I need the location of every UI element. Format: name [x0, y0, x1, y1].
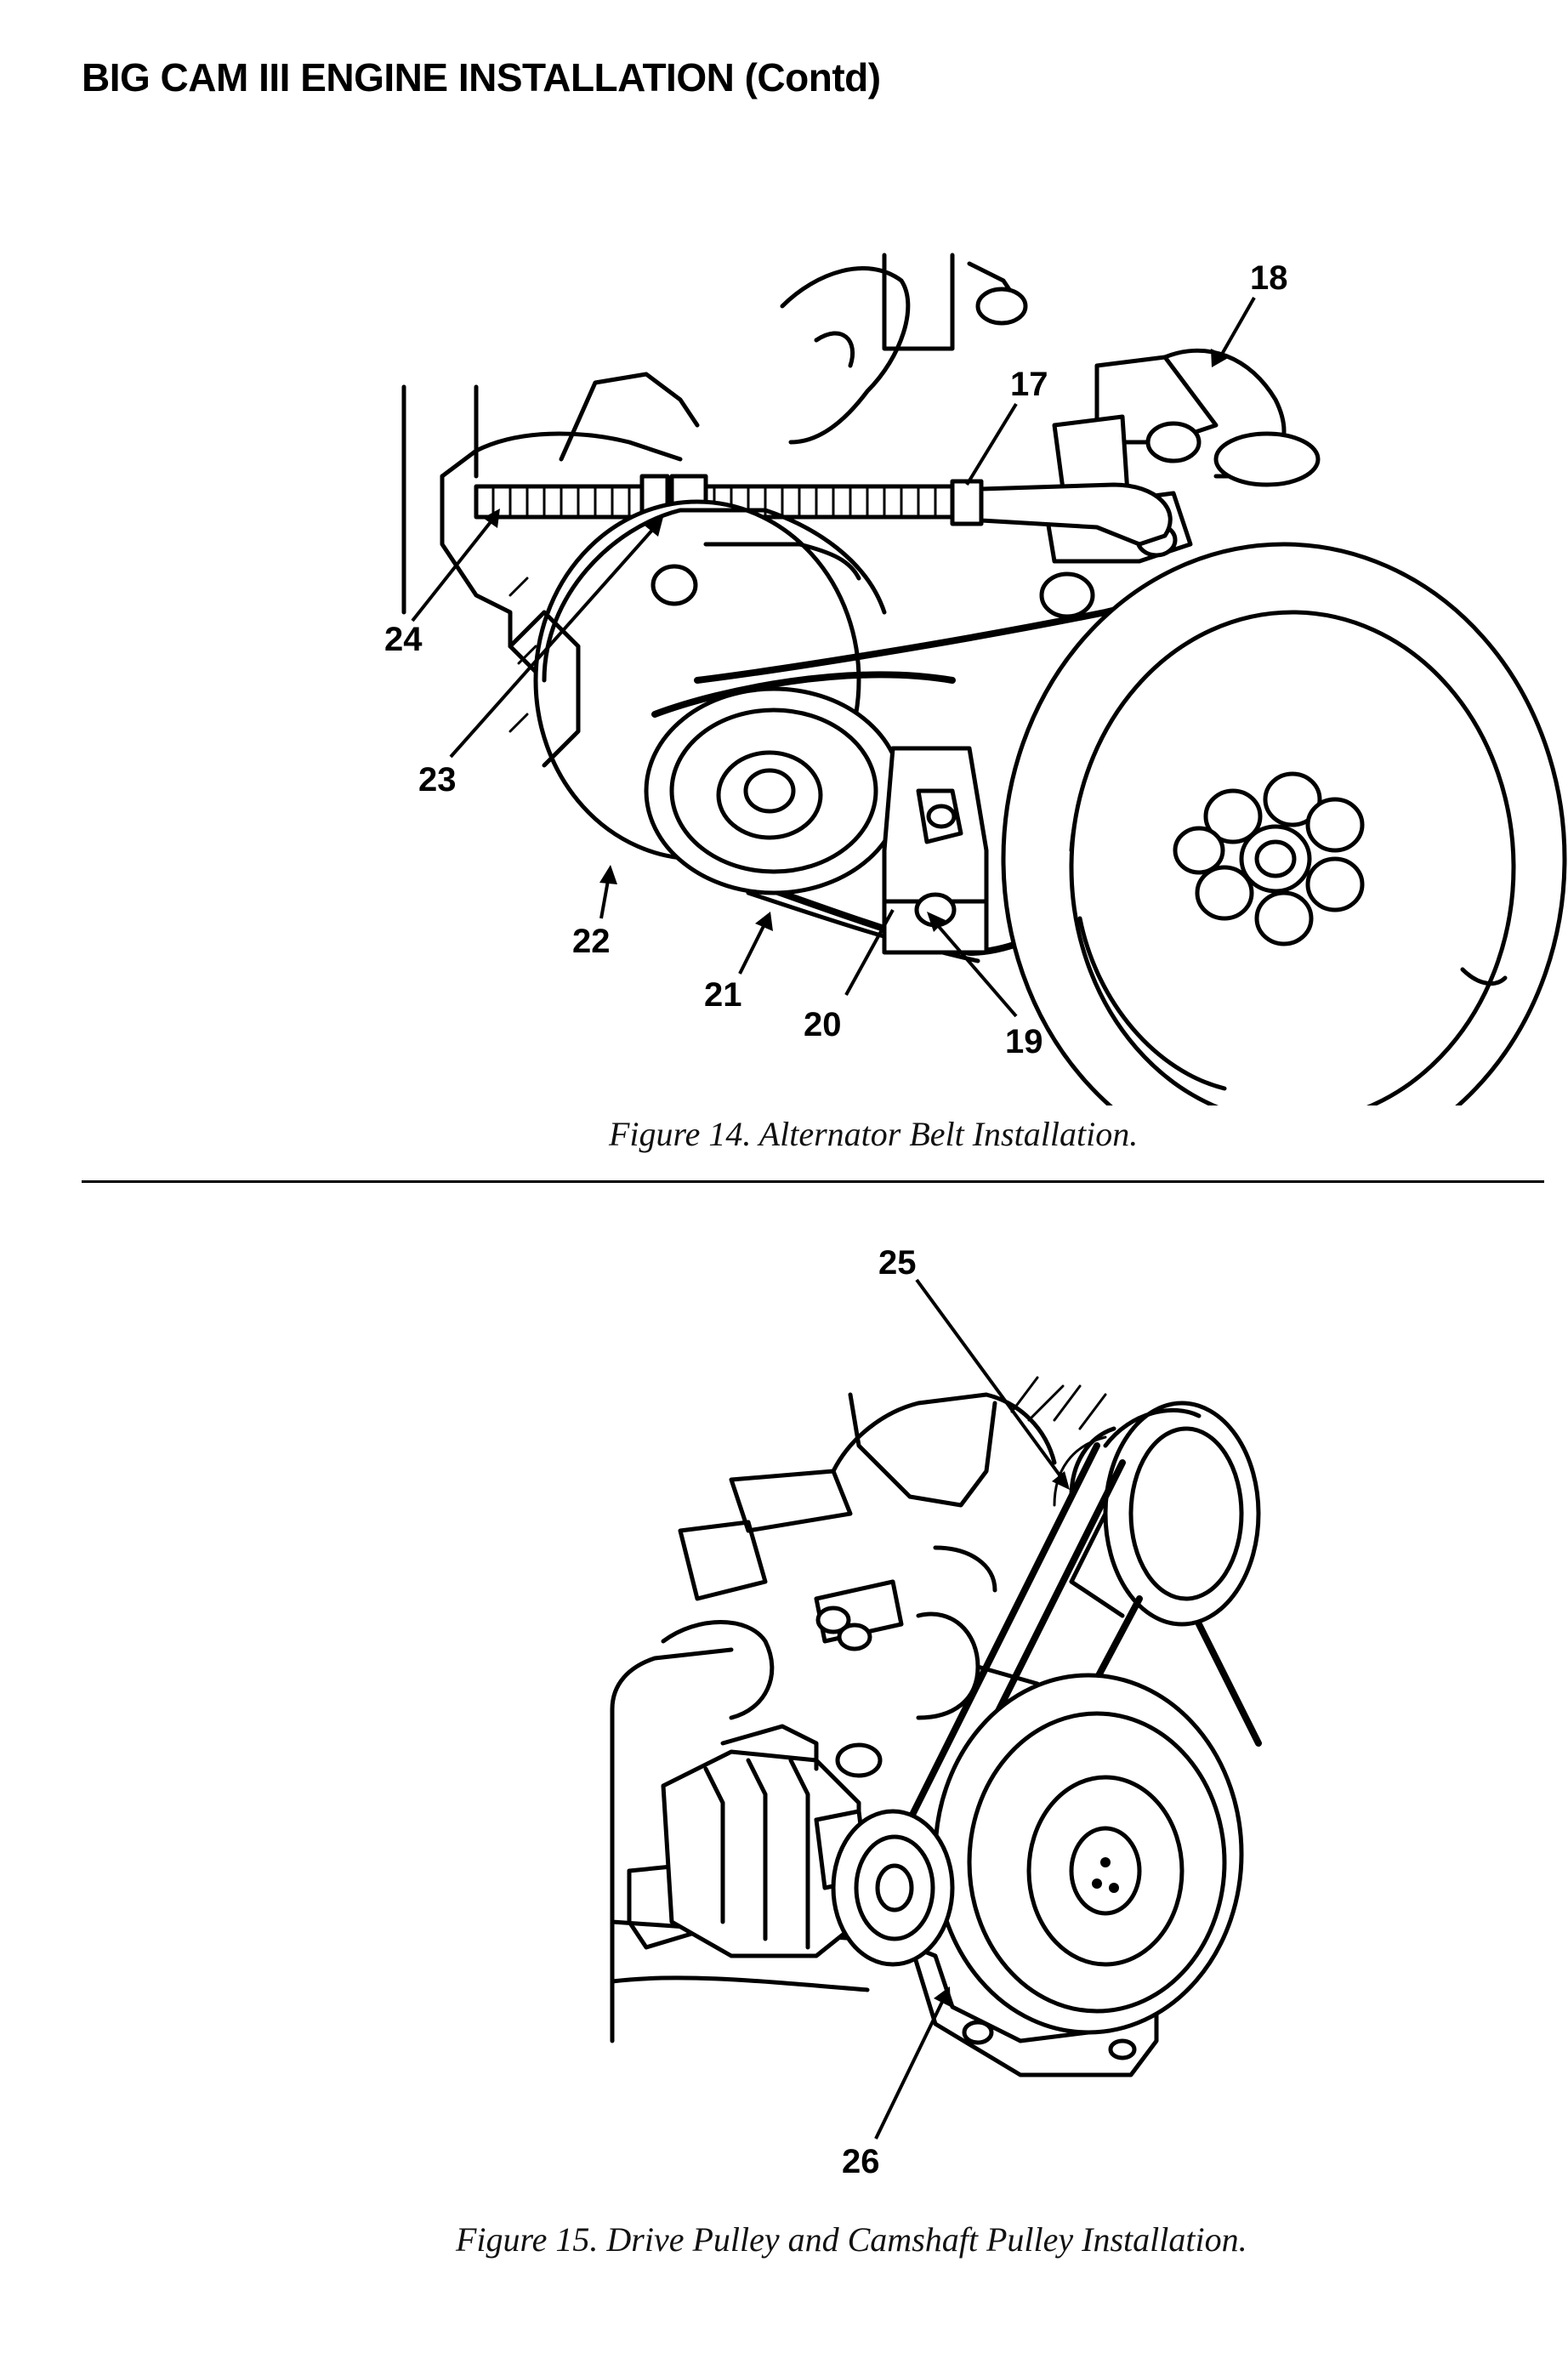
callout-21: 21 — [704, 976, 742, 1014]
figure-15-illustration: 25 26 — [0, 1191, 1568, 2185]
callout-22: 22 — [572, 923, 611, 960]
page-title: BIG CAM III ENGINE INSTALLATION (Contd) — [82, 55, 881, 99]
callout-23: 23 — [418, 761, 457, 799]
bracket-bolt-icon — [1145, 421, 1202, 463]
callout-19: 19 — [1005, 1023, 1043, 1060]
figure-14-illustration: 17 18 19 20 21 22 23 24 — [0, 0, 1568, 1105]
callout-20: 20 — [804, 1006, 842, 1043]
callout-26: 26 — [842, 2143, 880, 2180]
figure-15-caption: Figure 15. Drive Pulley and Camshaft Pul… — [456, 2220, 1247, 2259]
pulley-bolt-cluster — [1173, 771, 1365, 946]
pivot-bolt-icon — [1039, 571, 1095, 619]
callout-24: 24 — [384, 621, 423, 658]
top-bolt-icon — [975, 287, 1028, 326]
callout-18: 18 — [1250, 259, 1288, 297]
callout-25: 25 — [878, 1244, 917, 1282]
section-divider — [82, 1180, 1544, 1183]
figure-14-caption: Figure 14. Alternator Belt Installation. — [609, 1115, 1139, 1153]
callout-17: 17 — [1010, 366, 1048, 403]
pulley-bolt-hole-icon — [1100, 1857, 1111, 1867]
alternator-belt-drawing: 17 18 19 20 21 22 23 24 — [384, 253, 1567, 1105]
drive-pulley-drawing: 25 26 — [610, 1244, 1262, 2180]
alternator-top-bolt-icon — [650, 564, 698, 606]
